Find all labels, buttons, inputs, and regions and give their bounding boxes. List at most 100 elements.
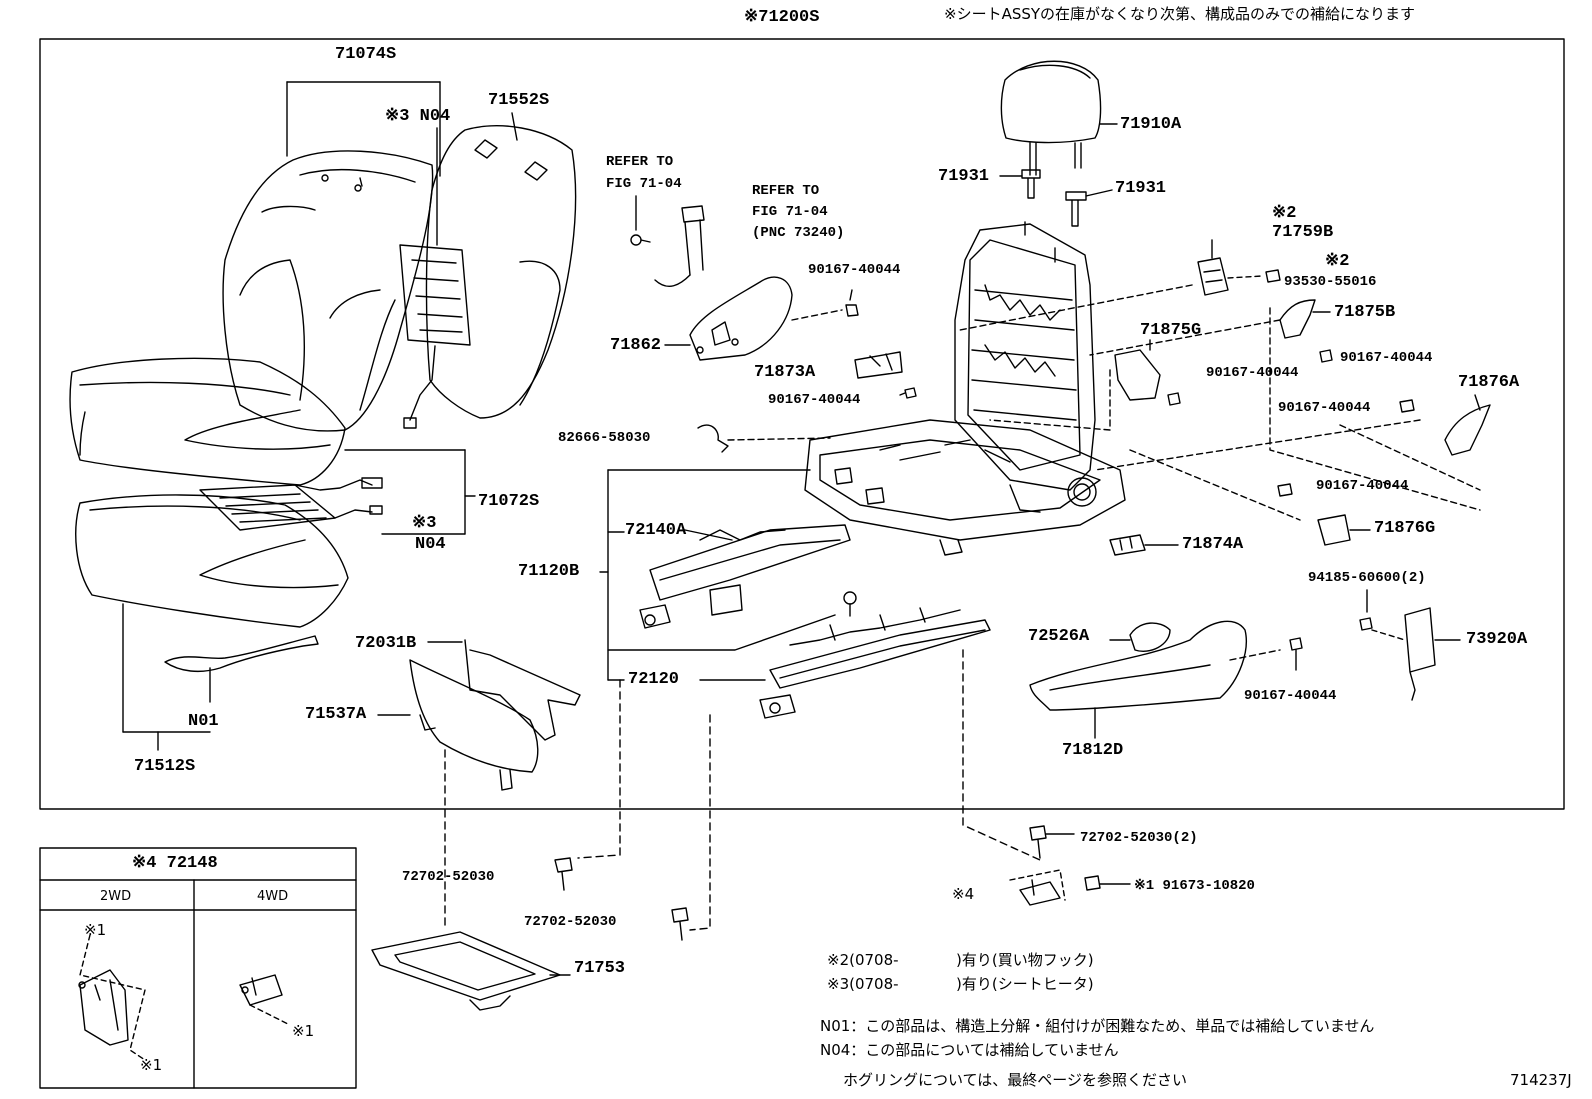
- bolt-93530: [1265, 269, 1281, 283]
- note-n04: N04：この部品については補給していません: [820, 1041, 1119, 1059]
- seat-cushion-cover-shape: [69, 357, 346, 486]
- shopping-hook-shape: [1197, 257, 1229, 296]
- cover-71876g-shape: [1317, 514, 1351, 546]
- inset-4wd-bracket: [239, 974, 283, 1006]
- part-90167-c: 90167-40044: [1340, 350, 1433, 366]
- seat-track-72120-shape: [759, 591, 991, 719]
- front-cover-71537a-shape: [409, 659, 539, 791]
- stock-note: ※シートASSYの在庫がなくなり次第、構成品のみでの補給になります: [944, 5, 1416, 23]
- cover-71876a-shape: [1444, 404, 1491, 456]
- note-3-text: )有り(シートヒータ): [956, 975, 1094, 993]
- part-71875g: 71875G: [1140, 321, 1202, 340]
- part-90167-e: 90167-40044: [1278, 400, 1371, 416]
- part-72120: 72120: [628, 670, 680, 689]
- airbag-73920a-shape: [1404, 607, 1436, 701]
- part-72140a: 72140A: [625, 521, 687, 540]
- seat-belt-buckle-shape: [630, 205, 705, 288]
- part-71812d: 71812D: [1062, 741, 1124, 760]
- bolt-90167-c: [1319, 349, 1333, 363]
- refer-1-line-b: FIG 71-04: [606, 176, 682, 192]
- part-72702-a: 72702-52030: [402, 869, 495, 885]
- nut-94185: [1359, 617, 1373, 631]
- part-71552s: 71552S: [488, 91, 550, 110]
- inset-col-2wd: 2WD: [100, 889, 132, 904]
- refer-1-line-a: REFER TO: [606, 154, 674, 170]
- part-73920a: 73920A: [1466, 630, 1528, 649]
- note-3-code: ※3(0708-: [827, 975, 899, 993]
- part-71759b: 71759B: [1272, 223, 1334, 242]
- part-71074s: 71074S: [335, 45, 397, 64]
- note-2-text: )有り(買い物フック): [956, 951, 1094, 969]
- headrest-guide-left: [1021, 169, 1041, 199]
- part-72702-c: 72702-52030(2): [1080, 830, 1198, 846]
- bolt-72702-a: [554, 857, 573, 891]
- part-94185: 94185-60600(2): [1308, 570, 1426, 586]
- note-2-code: ※2(0708-: [827, 951, 899, 969]
- bolt-72702-b: [671, 907, 689, 941]
- bolt-90167-e: [1399, 399, 1415, 413]
- part-71873a: 71873A: [754, 363, 816, 382]
- inset-mark-1-a: ※1: [84, 921, 107, 939]
- note-hog-ring: ホグリングについては、最終ページを参照ください: [843, 1071, 1187, 1089]
- part-n04-mid-mark: ※3: [412, 514, 437, 533]
- seat-frame-shape: [804, 221, 1126, 556]
- seat-cushion-pad-shape: [75, 494, 349, 628]
- bracket-71873a-shape: [854, 351, 903, 379]
- part-72526a: 72526A: [1028, 627, 1090, 646]
- inset-mark-1-c: ※1: [292, 1022, 315, 1040]
- note-n01: N01：この部品は、構造上分解・組付けが困難なため、単品では補給していません: [820, 1017, 1375, 1035]
- part-72702-b: 72702-52030: [524, 914, 617, 930]
- part-93530: 93530-55016: [1284, 274, 1377, 290]
- cover-71875g-shape: [1114, 349, 1161, 401]
- n01-wire-shape: [164, 635, 319, 673]
- main-assembly-label: ※71200S: [744, 8, 820, 27]
- seat-heater-mat-shape: [199, 477, 383, 531]
- back-heater-mat-shape: [399, 244, 471, 429]
- mark-4: ※4: [952, 885, 975, 903]
- part-71512s: 71512S: [134, 757, 196, 776]
- mark-2-b: ※2: [1325, 252, 1350, 271]
- inset-title: ※4 72148: [132, 854, 218, 873]
- bolt-90167-d: [1167, 392, 1181, 406]
- part-82666: 82666-58030: [558, 430, 651, 446]
- mark-2-a: ※2: [1272, 204, 1297, 223]
- main-assembly-frame: [39, 38, 1565, 810]
- headrest-guide-right: [1065, 191, 1087, 227]
- part-n04-mid: N04: [415, 535, 446, 554]
- part-n01: N01: [188, 712, 219, 731]
- part-72031b: 72031B: [355, 634, 417, 653]
- bolt-90167-f: [1277, 483, 1293, 497]
- knob-72526a-shape: [1129, 622, 1171, 652]
- seat-track-72140a-shape: [639, 524, 851, 629]
- part-90167-a: 90167-40044: [808, 262, 901, 278]
- bolt-90167-a: [845, 289, 859, 317]
- clip-82666-shape: [697, 424, 729, 453]
- seat-side-shield-shape: [689, 276, 793, 361]
- cover-71875b-shape: [1279, 299, 1316, 339]
- part-n04-top: ※3 N04: [385, 107, 451, 126]
- part-90167-d: 90167-40044: [1206, 365, 1299, 381]
- refer-2-line-c: (PNC 73240): [752, 225, 845, 241]
- seatback-pad-shape: [425, 125, 577, 419]
- inset-2wd-bracket: [78, 969, 129, 1046]
- headrest-shape: [1000, 60, 1102, 176]
- refer-2-line-b: FIG 71-04: [752, 204, 828, 220]
- part-71120b: 71120B: [518, 562, 580, 581]
- side-shield-71812d-shape: [1029, 620, 1247, 711]
- part-71072s: 71072S: [478, 492, 540, 511]
- part-71875b: 71875B: [1334, 303, 1396, 322]
- figure-id: 714237J: [1510, 1071, 1572, 1089]
- tray-71753-shape: [371, 931, 561, 1011]
- part-71931-left: 71931: [938, 167, 990, 186]
- bolt-90167-g: [1289, 637, 1303, 651]
- bolt-90167-b: [904, 387, 917, 399]
- part-90167-g: 90167-40044: [1244, 688, 1337, 704]
- part-71537a: 71537A: [305, 705, 367, 724]
- wire-72031b-shape: [464, 639, 581, 741]
- part-90167-f: 90167-40044: [1316, 478, 1409, 494]
- bracket-71874a-shape: [1109, 534, 1146, 556]
- part-90167-b: 90167-40044: [768, 392, 861, 408]
- part-71931-right: 71931: [1115, 179, 1167, 198]
- bracket-72148-shape: [1019, 879, 1061, 906]
- part-71862: 71862: [610, 336, 662, 355]
